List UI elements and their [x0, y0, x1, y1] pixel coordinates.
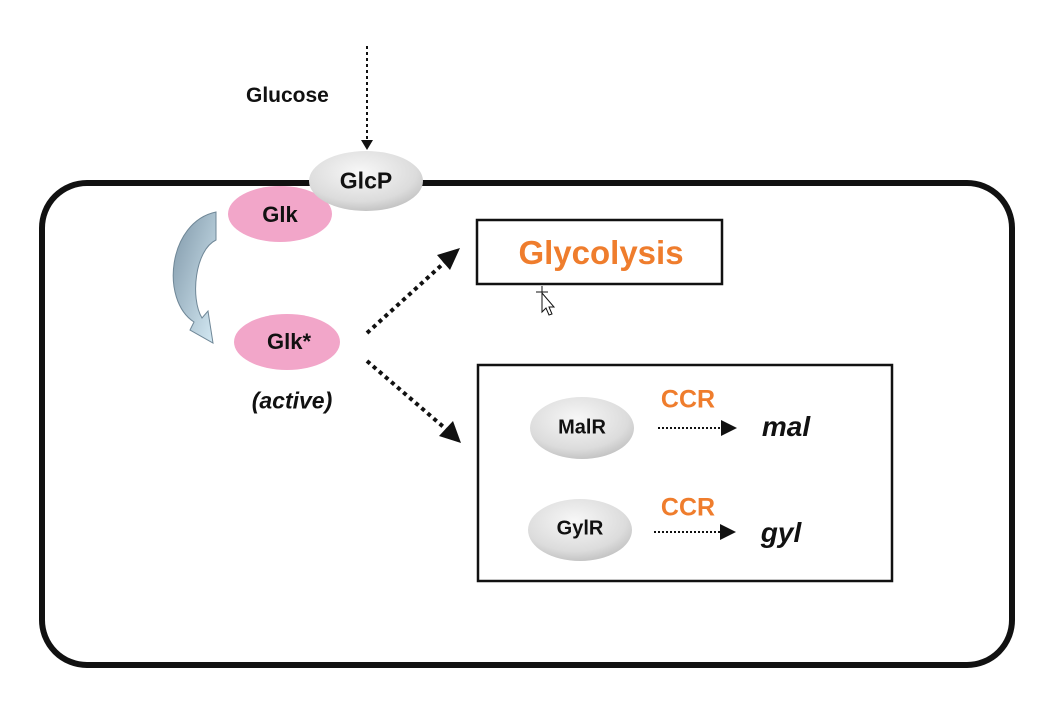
activation-curved-arrow	[172, 211, 217, 344]
mal-gene-label: mal	[761, 411, 811, 442]
glucose-uptake-arrowhead	[361, 140, 373, 150]
arrow-to-glycolysis	[365, 260, 447, 335]
glycolysis-label: Glycolysis	[518, 234, 684, 271]
gylr-label: GylR	[556, 517, 604, 540]
arrow-to-regulators	[365, 359, 449, 432]
glucose-label: Glucose	[246, 84, 329, 107]
active-note-label: (active)	[251, 387, 333, 414]
cell-boundary	[39, 180, 1015, 668]
arrowhead-glycolysis	[437, 248, 460, 270]
gyl-gene-label: gyl	[760, 517, 802, 548]
ccr-bottom-label: CCR	[660, 493, 716, 522]
gylr-ellipse	[528, 499, 632, 561]
glk-ellipse	[228, 186, 332, 242]
glk-active-label: Glk*	[266, 329, 312, 354]
ccr-top-label: CCR	[660, 385, 716, 414]
arrowhead-regulators	[439, 421, 461, 443]
mouse-cursor-icon	[536, 286, 556, 316]
glcp-label: GlcP	[339, 167, 393, 194]
glycolysis-box	[475, 218, 724, 286]
glk-label: Glk	[262, 202, 298, 227]
glcp-ellipse	[309, 151, 423, 211]
malr-ellipse	[530, 397, 634, 459]
glk-active-ellipse	[234, 314, 340, 370]
malr-label: MalR	[558, 416, 606, 439]
